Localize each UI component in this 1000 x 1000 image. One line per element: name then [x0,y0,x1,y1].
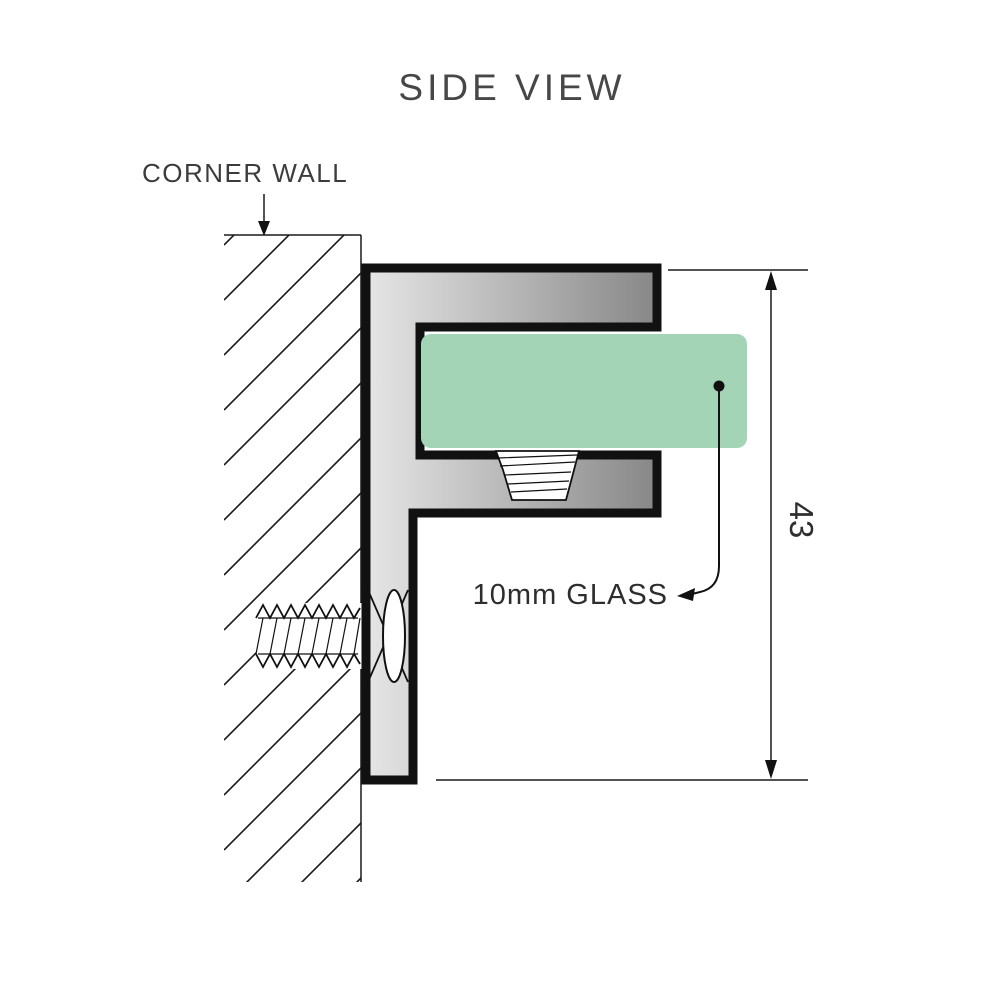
mounting-screw [255,603,362,669]
glass-leader-line [677,380,725,601]
screw-head [367,589,409,683]
glass-panel [421,334,747,448]
dim-value: 43 [783,502,820,539]
bracket-profile [361,263,662,785]
grub-screw [494,450,581,501]
corner-wall-arrow [258,194,270,236]
wall-hatching [224,235,361,882]
glass-label: 10mm GLASS [473,579,668,611]
diagram-title: SIDE VIEW [398,67,625,108]
leader-arrow-icon [677,588,695,601]
corner-wall-label: CORNER WALL [142,158,348,188]
dim-arrow-up-icon [765,271,777,290]
wall-line [224,234,362,882]
dimension-43: 43 [436,269,820,781]
dim-arrow-down-icon [765,760,777,779]
